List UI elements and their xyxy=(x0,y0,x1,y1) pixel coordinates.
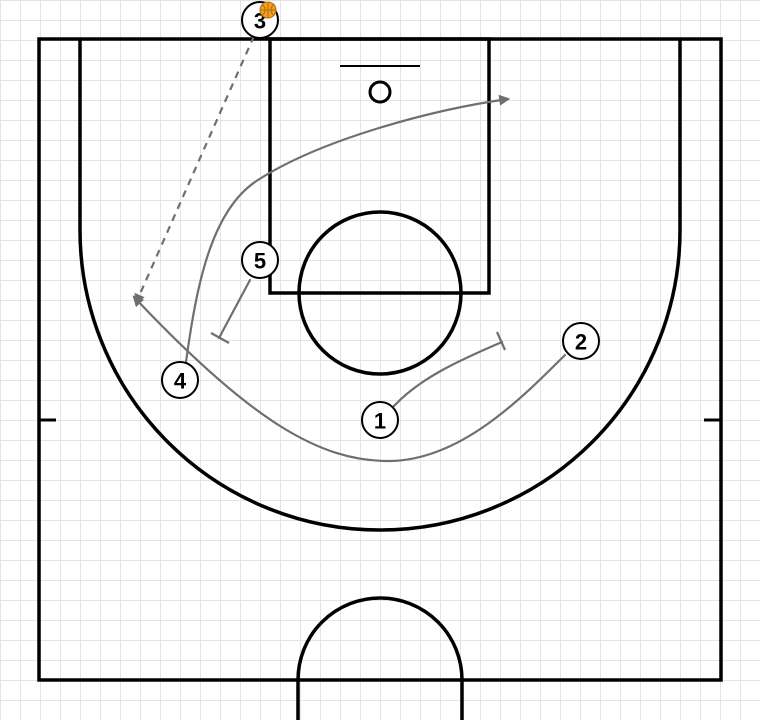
screen-end-1 xyxy=(495,331,507,351)
player-label: 5 xyxy=(254,249,266,274)
screen-line-5 xyxy=(217,278,252,340)
three-point-line xyxy=(78,39,682,532)
basket-rim xyxy=(368,80,392,104)
basketball-icon xyxy=(259,1,277,19)
player-3[interactable]: 3 xyxy=(241,1,279,39)
player-2[interactable]: 2 xyxy=(562,322,600,360)
player-5[interactable]: 5 xyxy=(241,241,279,279)
half-court xyxy=(37,37,723,720)
screen-line-1 xyxy=(392,340,504,408)
cut-line-4 xyxy=(184,94,511,364)
center-circle xyxy=(296,596,464,720)
screen-end-5 xyxy=(210,332,230,344)
player-label: 4 xyxy=(174,369,187,394)
player-4[interactable]: 4 xyxy=(161,361,199,399)
play-actions xyxy=(132,35,567,463)
player-label: 1 xyxy=(374,409,386,434)
key-lane xyxy=(268,37,491,295)
player-1[interactable]: 1 xyxy=(361,401,399,439)
free-throw-circle xyxy=(297,210,463,376)
court-boundary xyxy=(37,37,723,682)
cut-line-2 xyxy=(132,295,567,463)
player-label: 2 xyxy=(575,330,587,355)
pass-line-3 xyxy=(134,35,256,306)
